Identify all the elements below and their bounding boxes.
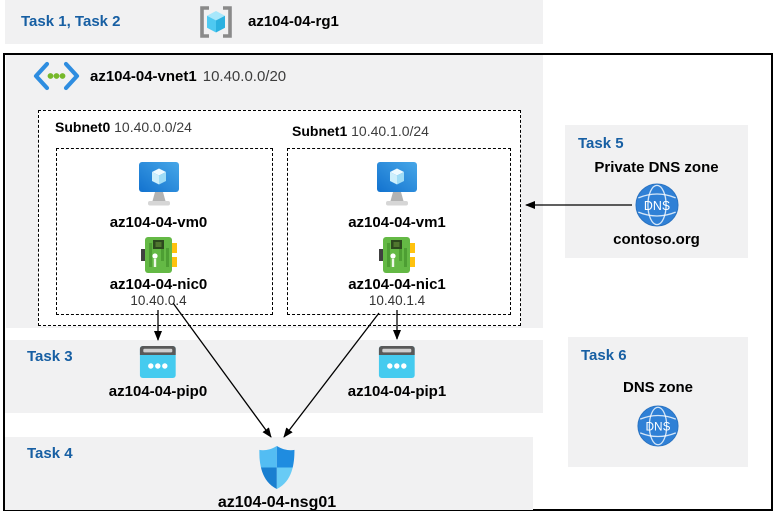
pip0-name: az104-04-pip0 bbox=[108, 383, 208, 400]
vnet-header: az104-04-vnet1 10.40.0.0/20 bbox=[33, 60, 286, 92]
dns-zone-title: DNS zone bbox=[622, 379, 693, 396]
task6-box: Task 6 DNS zone DNS bbox=[568, 337, 748, 467]
public-ip-icon bbox=[378, 346, 415, 378]
task5-box: Task 5 Private DNS zone DNS contoso.org bbox=[565, 125, 748, 258]
nsg-name: az104-04-nsg01 bbox=[217, 494, 337, 511]
subnet0-name: Subnet0 bbox=[55, 119, 111, 135]
virtual-machine-icon bbox=[377, 162, 417, 206]
pip1-group: az104-04-pip1 bbox=[348, 346, 446, 400]
vm0-name: az104-04-vm0 bbox=[109, 214, 208, 231]
nic0-ip: 10.40.0.4 bbox=[130, 293, 187, 308]
pip0-group: az104-04-pip0 bbox=[109, 346, 207, 400]
nsg-shield-icon bbox=[259, 445, 295, 490]
subnet0-box: az104-04-vm0 az104-04-nic0 10.40.0.4 bbox=[56, 148, 273, 315]
task-1-2-heading: Task 1, Task 2 bbox=[21, 13, 121, 30]
nic1-ip: 10.40.1.4 bbox=[368, 293, 426, 308]
subnet0-label: Subnet0 10.40.0.0/24 bbox=[55, 119, 192, 135]
vm1-name: az104-04-vm1 bbox=[348, 214, 446, 231]
resource-group-band: Task 1, Task 2 az104-04-rg1 bbox=[5, 0, 543, 44]
public-ip-icon bbox=[139, 346, 176, 378]
resource-group-icon bbox=[200, 6, 232, 38]
resource-group-name: az104-04-rg1 bbox=[248, 13, 339, 30]
nsg-group: az104-04-nsg01 bbox=[218, 444, 336, 512]
subnets-dashed-container bbox=[38, 110, 521, 326]
vnet-name: az104-04-vnet1 bbox=[90, 67, 197, 85]
task6-heading: Task 6 bbox=[581, 347, 627, 364]
subnet1-label: Subnet1 10.40.1.0/24 bbox=[292, 123, 429, 139]
nic0-name: az104-04-nic0 bbox=[109, 276, 208, 293]
subnet1-box: az104-04-vm1 az104-04-nic1 10.40.1.4 bbox=[287, 148, 511, 315]
dns-icon-text: DNS bbox=[643, 199, 669, 213]
subnet0-cidr: 10.40.0.0/24 bbox=[114, 119, 192, 135]
nic-icon bbox=[379, 237, 415, 273]
private-dns-zone-title: Private DNS zone bbox=[594, 159, 719, 176]
dns-icon: DNS bbox=[634, 183, 679, 227]
task3-heading: Task 3 bbox=[27, 348, 73, 365]
virtual-network-icon bbox=[33, 61, 80, 91]
pip1-name: az104-04-pip1 bbox=[347, 383, 447, 400]
subnet1-name: Subnet1 bbox=[292, 123, 348, 139]
virtual-machine-icon bbox=[138, 162, 179, 206]
dns-icon: DNS bbox=[637, 405, 679, 447]
vnet-cidr: 10.40.0.0/20 bbox=[202, 67, 287, 85]
task4-heading: Task 4 bbox=[27, 445, 73, 462]
private-dns-zone-name: contoso.org bbox=[613, 231, 700, 248]
task3-band bbox=[5, 340, 543, 413]
task5-heading: Task 5 bbox=[578, 135, 624, 152]
diagram-outer-frame bbox=[3, 53, 773, 511]
nic1-name: az104-04-nic1 bbox=[348, 276, 446, 293]
nic-icon bbox=[140, 237, 177, 273]
subnet1-cidr: 10.40.1.0/24 bbox=[351, 123, 429, 139]
dns-icon-text: DNS bbox=[645, 420, 670, 434]
